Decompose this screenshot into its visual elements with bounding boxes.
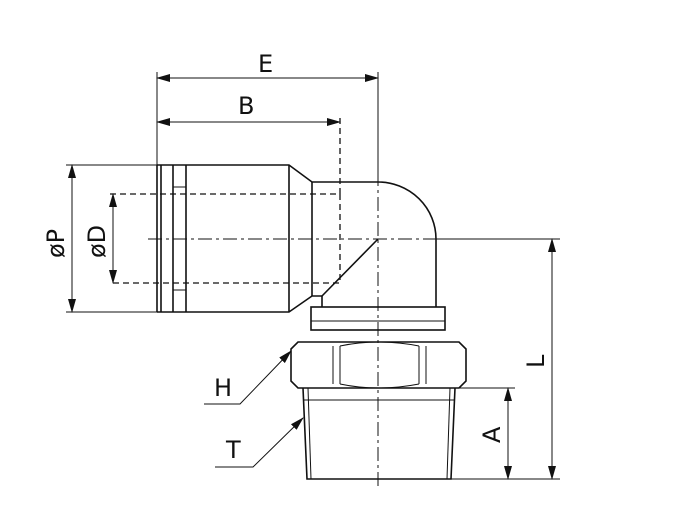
dim-E-label: E — [258, 50, 273, 78]
collar — [310, 306, 446, 331]
callout-H-label: H — [214, 374, 232, 402]
dim-D-label: øD — [83, 225, 111, 258]
thread — [302, 387, 456, 480]
callout-T-label: T — [225, 436, 241, 464]
dim-A-label: A — [478, 426, 506, 443]
centerlines — [148, 72, 560, 488]
dimensions: E B øP øD A L H T — [42, 50, 560, 480]
body-tube — [110, 118, 437, 313]
dim-L-label: L — [522, 354, 550, 368]
dim-B-label: B — [238, 92, 254, 120]
dim-P-label: øP — [42, 229, 70, 258]
